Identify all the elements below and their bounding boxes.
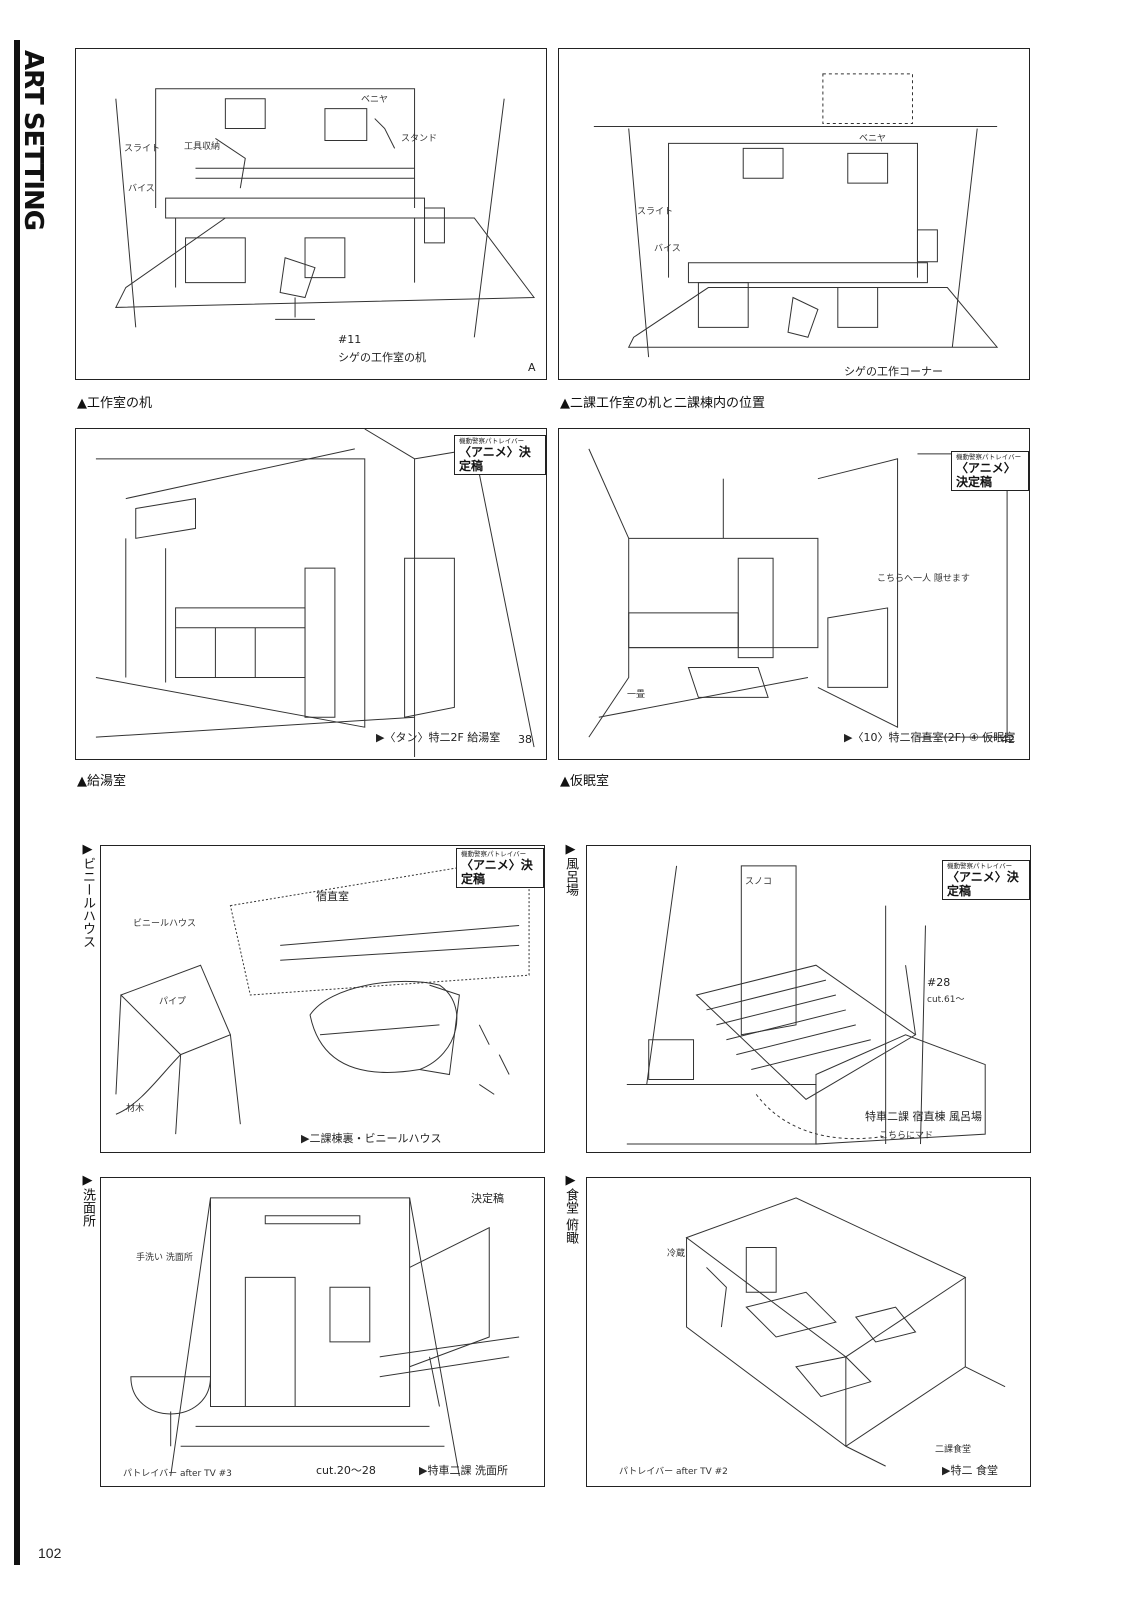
sketch-frame-washroom: 決定稿 手洗い 洗面所 パトレイバー after TV #3 cut.20〜28… xyxy=(100,1177,545,1487)
label-sunoko: スノコ xyxy=(745,877,773,887)
frame-subtitle: シゲの工作コーナー xyxy=(844,365,943,378)
label-veneer: ベニヤ xyxy=(859,134,887,144)
frame-number: A xyxy=(528,361,536,374)
cafeteria-sketch xyxy=(587,1178,1030,1486)
label-timber: 材木 xyxy=(126,1104,145,1114)
desk-sketch xyxy=(76,49,546,379)
label-tool-storage: 工具収納 xyxy=(184,142,221,152)
label-stand: スタンド xyxy=(401,134,438,144)
label-one-mat: 一畳 xyxy=(627,690,646,700)
caption-greenhouse: ▶ビニールハウス xyxy=(80,842,95,948)
footer-mid: cut.20〜28 xyxy=(316,1464,376,1477)
footer-right: ▶特車二課 洗面所 xyxy=(419,1464,508,1477)
label-refrigerator: 冷蔵 xyxy=(667,1249,686,1259)
label-window-here: こちらにマド xyxy=(879,1131,934,1141)
caption-washroom: ▶洗面所 xyxy=(80,1173,95,1227)
caption-workshop-desk: ▲工作室の机 xyxy=(77,396,152,411)
decision-label: 決定稿 xyxy=(471,1192,504,1205)
frame-number: 38 xyxy=(518,733,532,746)
label-light: スライト xyxy=(637,207,674,217)
bathroom-sketch xyxy=(587,846,1030,1152)
footer-right: ▶特二 食堂 xyxy=(942,1464,998,1477)
label-hide-here: こちらへ一人 隠せます xyxy=(877,574,970,584)
sketch-frame-cafeteria: 冷蔵 二課食堂 パトレイバー after TV #2 ▶特二 食堂 xyxy=(586,1177,1031,1487)
label-greenhouse: ビニールハウス xyxy=(133,919,197,929)
scene-number: #28 xyxy=(927,976,951,989)
side-rule xyxy=(14,40,20,1565)
footer-left: パトレイバー after TV #2 xyxy=(619,1467,728,1477)
caption-nap-room: ▲仮眠室 xyxy=(560,774,609,789)
page-number: 102 xyxy=(38,1545,62,1561)
sketch-frame-kitchenette: ▶〈タン〉特二2F 給湯室 38 機動警察パトレイバー 〈アニメ〉決定稿 xyxy=(75,428,547,760)
sketch-frame-workshop-desk: ベニヤ 工具収納 スタンド スライト バイス #11 シゲの工作室の机 A xyxy=(75,48,547,380)
frame-number: 42 xyxy=(1001,733,1015,746)
label-light: スライト xyxy=(124,144,161,154)
sketch-frame-nap-room: こちらへ一人 隠せます 一畳 ▶〈10〉特二宿直室(2F) ④ 仮眠室 42 機… xyxy=(558,428,1030,760)
label-cafeteria: 二課食堂 xyxy=(935,1445,972,1455)
caption-workshop-location: ▲二課工作室の机と二課棟内の位置 xyxy=(560,396,765,411)
frame-footer: ▶〈タン〉特二2F 給湯室 xyxy=(376,731,501,744)
label-vise: バイス xyxy=(654,244,681,254)
frame-footer: ▶二課棟裏・ビニールハウス xyxy=(301,1132,442,1145)
greenhouse-sketch xyxy=(101,846,544,1152)
kitchenette-sketch xyxy=(76,429,546,759)
caption-cafeteria: ▶食堂 俯瞰 xyxy=(563,1173,578,1245)
sketch-frame-greenhouse: 宿直室 ビニールハウス パイプ 材木 ▶二課棟裏・ビニールハウス 機動警察パトレ… xyxy=(100,845,545,1153)
caption-kitchenette: ▲給湯室 xyxy=(77,774,126,789)
washroom-sketch xyxy=(101,1178,544,1486)
side-title: ART SETTING xyxy=(18,50,48,231)
label-veneer: ベニヤ xyxy=(361,95,389,105)
cut-number: cut.61〜 xyxy=(927,995,965,1005)
label-pipe: パイプ xyxy=(159,997,187,1007)
decision-stamp: 機動警察パトレイバー 〈アニメ〉決定稿 xyxy=(454,435,546,475)
frame-subtitle: シゲの工作室の机 xyxy=(338,351,426,364)
workshop-location-sketch xyxy=(559,49,1029,379)
sketch-frame-workshop-location: ベニヤ スライト バイス シゲの工作コーナー xyxy=(558,48,1030,380)
label-vise: バイス xyxy=(128,184,155,194)
frame-footer: 特車二課 宿直棟 風呂場 xyxy=(865,1110,982,1123)
scene-number: #11 xyxy=(338,333,362,346)
footer-left: パトレイバー after TV #3 xyxy=(123,1469,232,1479)
label-washroom: 手洗い 洗面所 xyxy=(136,1253,193,1263)
label-night-duty-room: 宿直室 xyxy=(316,890,349,903)
frame-footer: ▶〈10〉特二宿直室(2F) ④ 仮眠室 xyxy=(844,731,1016,744)
sketch-frame-bathroom: スノコ #28 cut.61〜 特車二課 宿直棟 風呂場 こちらにマド 機動警察… xyxy=(586,845,1031,1153)
caption-bathroom: ▶風呂場 xyxy=(563,842,578,896)
decision-stamp: 機動警察パトレイバー 〈アニメ〉決定稿 xyxy=(456,848,544,888)
decision-stamp: 機動警察パトレイバー 〈アニメ〉決定稿 xyxy=(951,451,1029,491)
decision-stamp: 機動警察パトレイバー 〈アニメ〉決定稿 xyxy=(942,860,1030,900)
